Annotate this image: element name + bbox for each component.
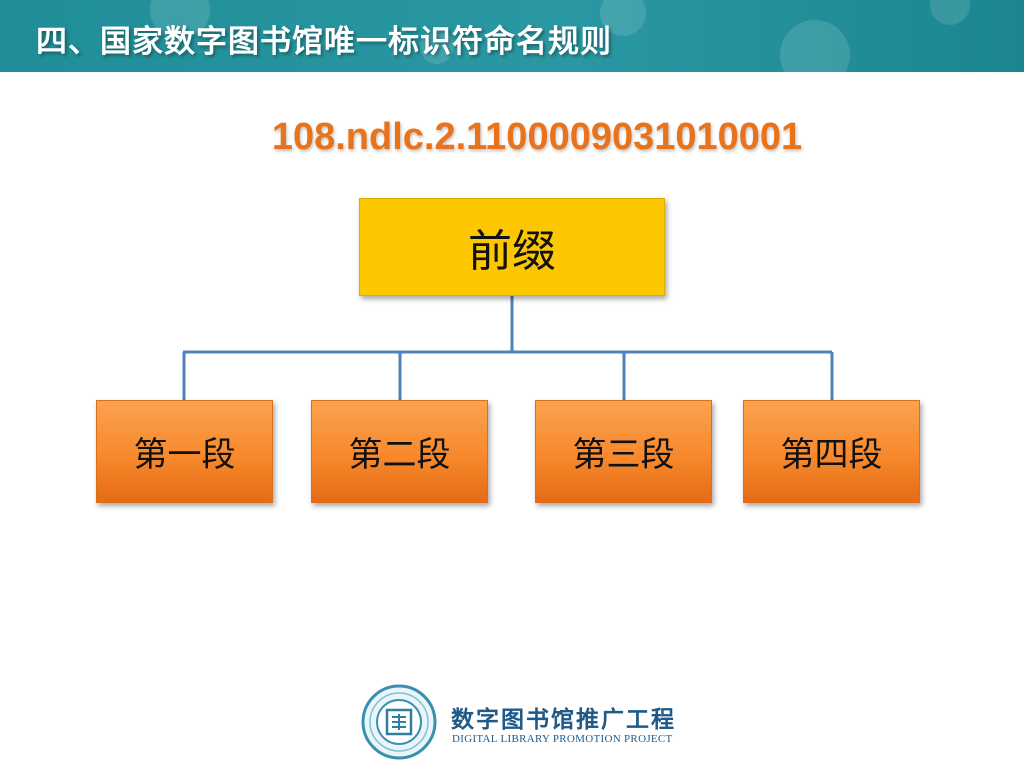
header-banner: 四、国家数字图书馆唯一标识符命名规则 xyxy=(0,0,1024,72)
page-title: 四、国家数字图书馆唯一标识符命名规则 xyxy=(36,24,612,60)
decorative-bubble xyxy=(780,20,850,72)
decorative-bubble xyxy=(420,30,454,64)
node-prefix: 前缀 xyxy=(359,198,665,296)
decorative-bubble xyxy=(600,0,646,36)
node-segment-1: 第一段 xyxy=(96,400,273,503)
library-seal-icon xyxy=(361,684,437,760)
node-segment-2: 第二段 xyxy=(311,400,488,503)
footer-project-name: 数字图书馆推广工程 xyxy=(451,706,676,733)
node-segment-4: 第四段 xyxy=(743,400,920,503)
footer-project-name-en: DIGITAL LIBRARY PROMOTION PROJECT xyxy=(452,733,673,745)
node-segment-3: 第三段 xyxy=(535,400,712,503)
identifier-code: 108.ndlc.2.1100009031010001 xyxy=(271,116,803,158)
